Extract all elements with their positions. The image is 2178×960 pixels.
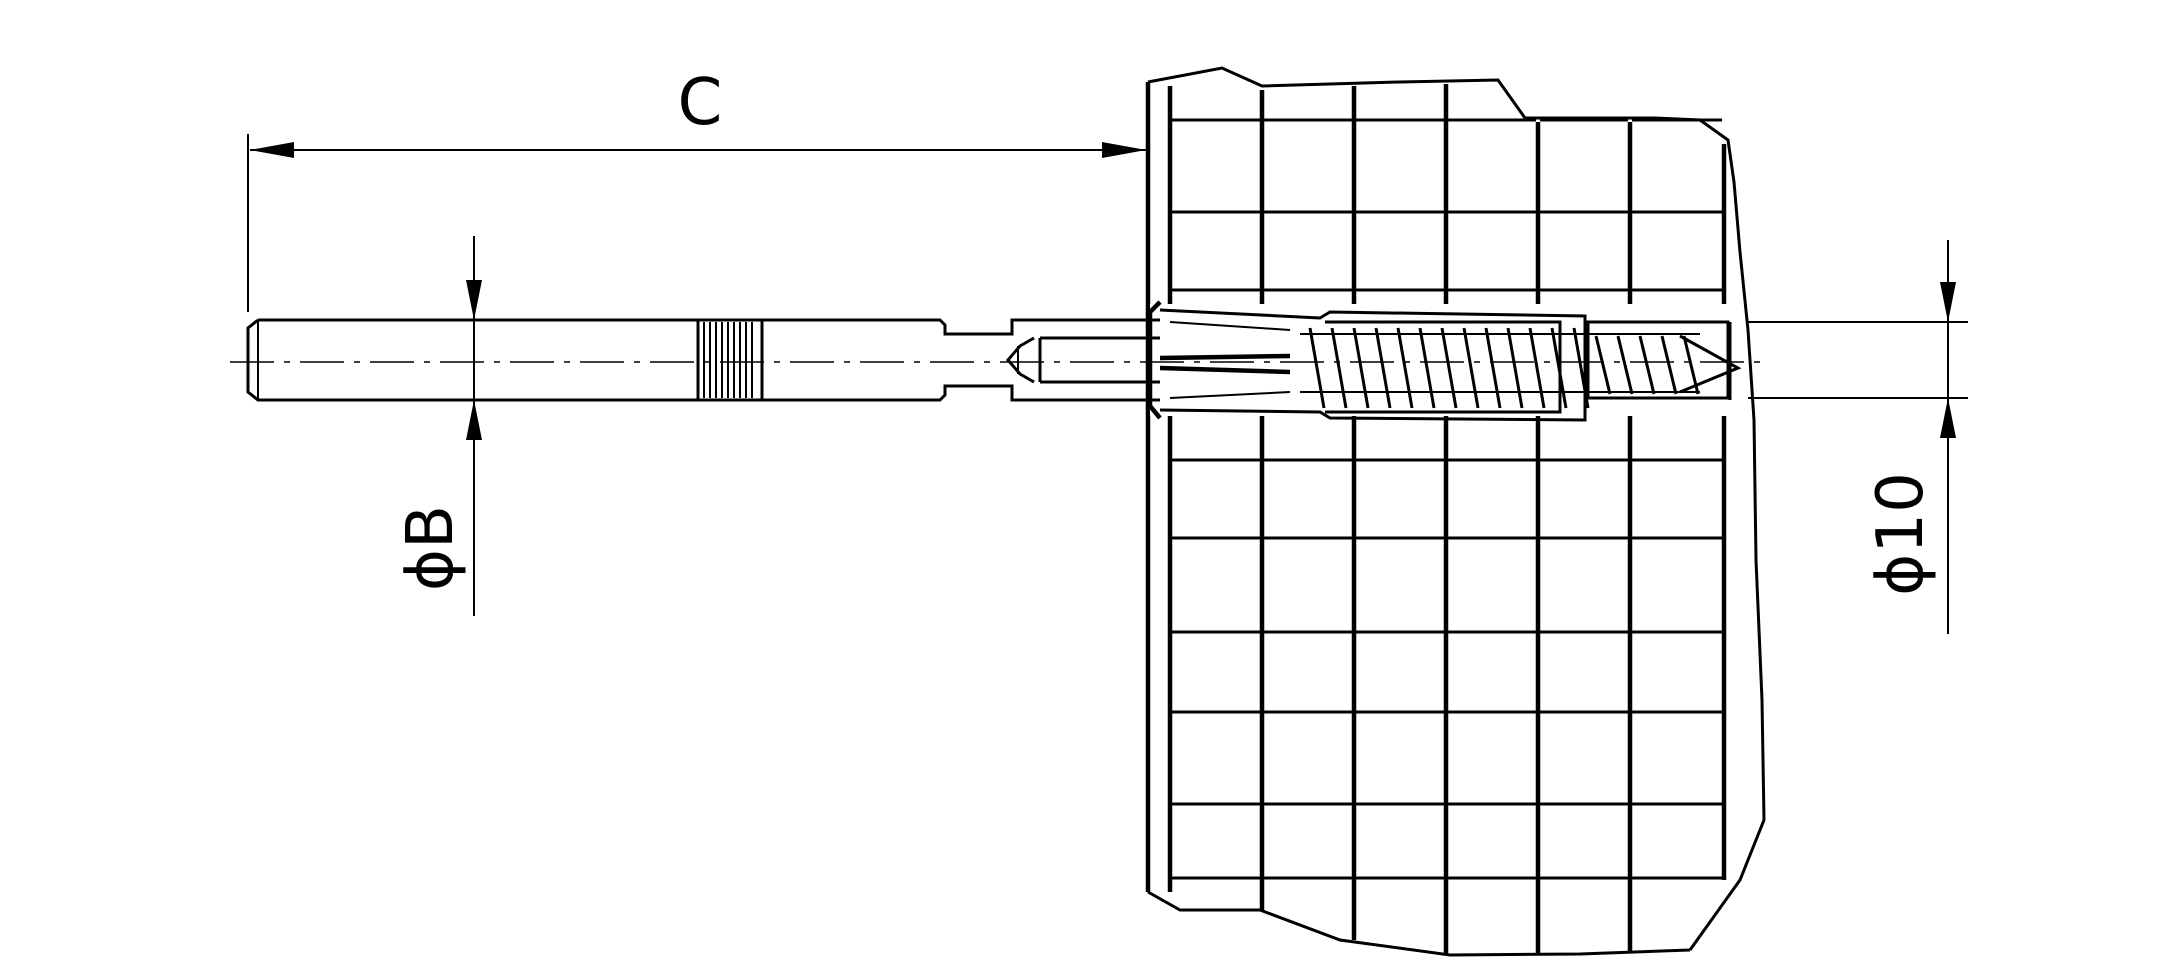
dim-c-arrow-left — [250, 142, 294, 158]
dimension-10: ϕ10 — [1748, 240, 1968, 634]
shaft-body — [246, 318, 1160, 402]
thread-flank — [1352, 327, 1370, 409]
thread-flank — [1308, 327, 1326, 409]
dim-10-arrow-top — [1940, 282, 1956, 322]
dim-b-arrow-bottom — [466, 400, 482, 440]
screw-thread — [1300, 327, 1700, 409]
shaft-pin-tip — [1006, 336, 1035, 384]
wall-joints-horizontal — [1172, 118, 1722, 880]
thread-flank — [1616, 335, 1634, 395]
setting-tool — [246, 318, 1160, 402]
thread-flank — [1660, 335, 1678, 395]
dim-b-label: ϕB — [394, 505, 468, 591]
plug-fin-2 — [1169, 391, 1291, 399]
plug-slit-bottom — [1159, 365, 1291, 375]
wall-joints-vertical — [1167, 84, 1727, 955]
knurl-band — [696, 318, 764, 402]
masonry-wall — [1145, 66, 1766, 957]
wall-outline — [1147, 66, 1766, 957]
dim-10-label: ϕ10 — [1864, 472, 1938, 596]
plug-tip — [1586, 320, 1730, 400]
dim-b-arrow-top — [466, 280, 482, 320]
knurl-lines — [703, 322, 753, 398]
plug-collar — [1147, 300, 1162, 420]
thread-flank — [1594, 335, 1612, 395]
dimension-b: ϕB — [394, 236, 482, 616]
thread-flank — [1572, 327, 1590, 409]
thread-flank — [1440, 327, 1458, 409]
thread-flank — [1506, 327, 1524, 409]
dim-10-arrow-bottom — [1940, 398, 1956, 438]
plug-slit-top — [1159, 353, 1291, 361]
thread-flank — [1528, 327, 1546, 409]
plug-fin-1 — [1169, 321, 1291, 331]
dimension-c: C — [247, 66, 1149, 312]
shaft-pin — [1038, 336, 1160, 384]
dim-c-arrow-right — [1102, 142, 1146, 158]
thread-flank — [1550, 327, 1568, 409]
thread-flank — [1484, 327, 1502, 409]
thread-flank — [1638, 335, 1656, 395]
thread-flank — [1462, 327, 1480, 409]
thread-flank — [1374, 327, 1392, 409]
thread-flank — [1330, 327, 1348, 409]
plug-body — [1159, 308, 1587, 422]
screw-point — [1679, 334, 1742, 394]
thread-flank — [1396, 327, 1414, 409]
dim-c-label: C — [678, 66, 723, 140]
thread-flank — [1418, 327, 1436, 409]
anchor-assembly — [1147, 300, 1742, 422]
